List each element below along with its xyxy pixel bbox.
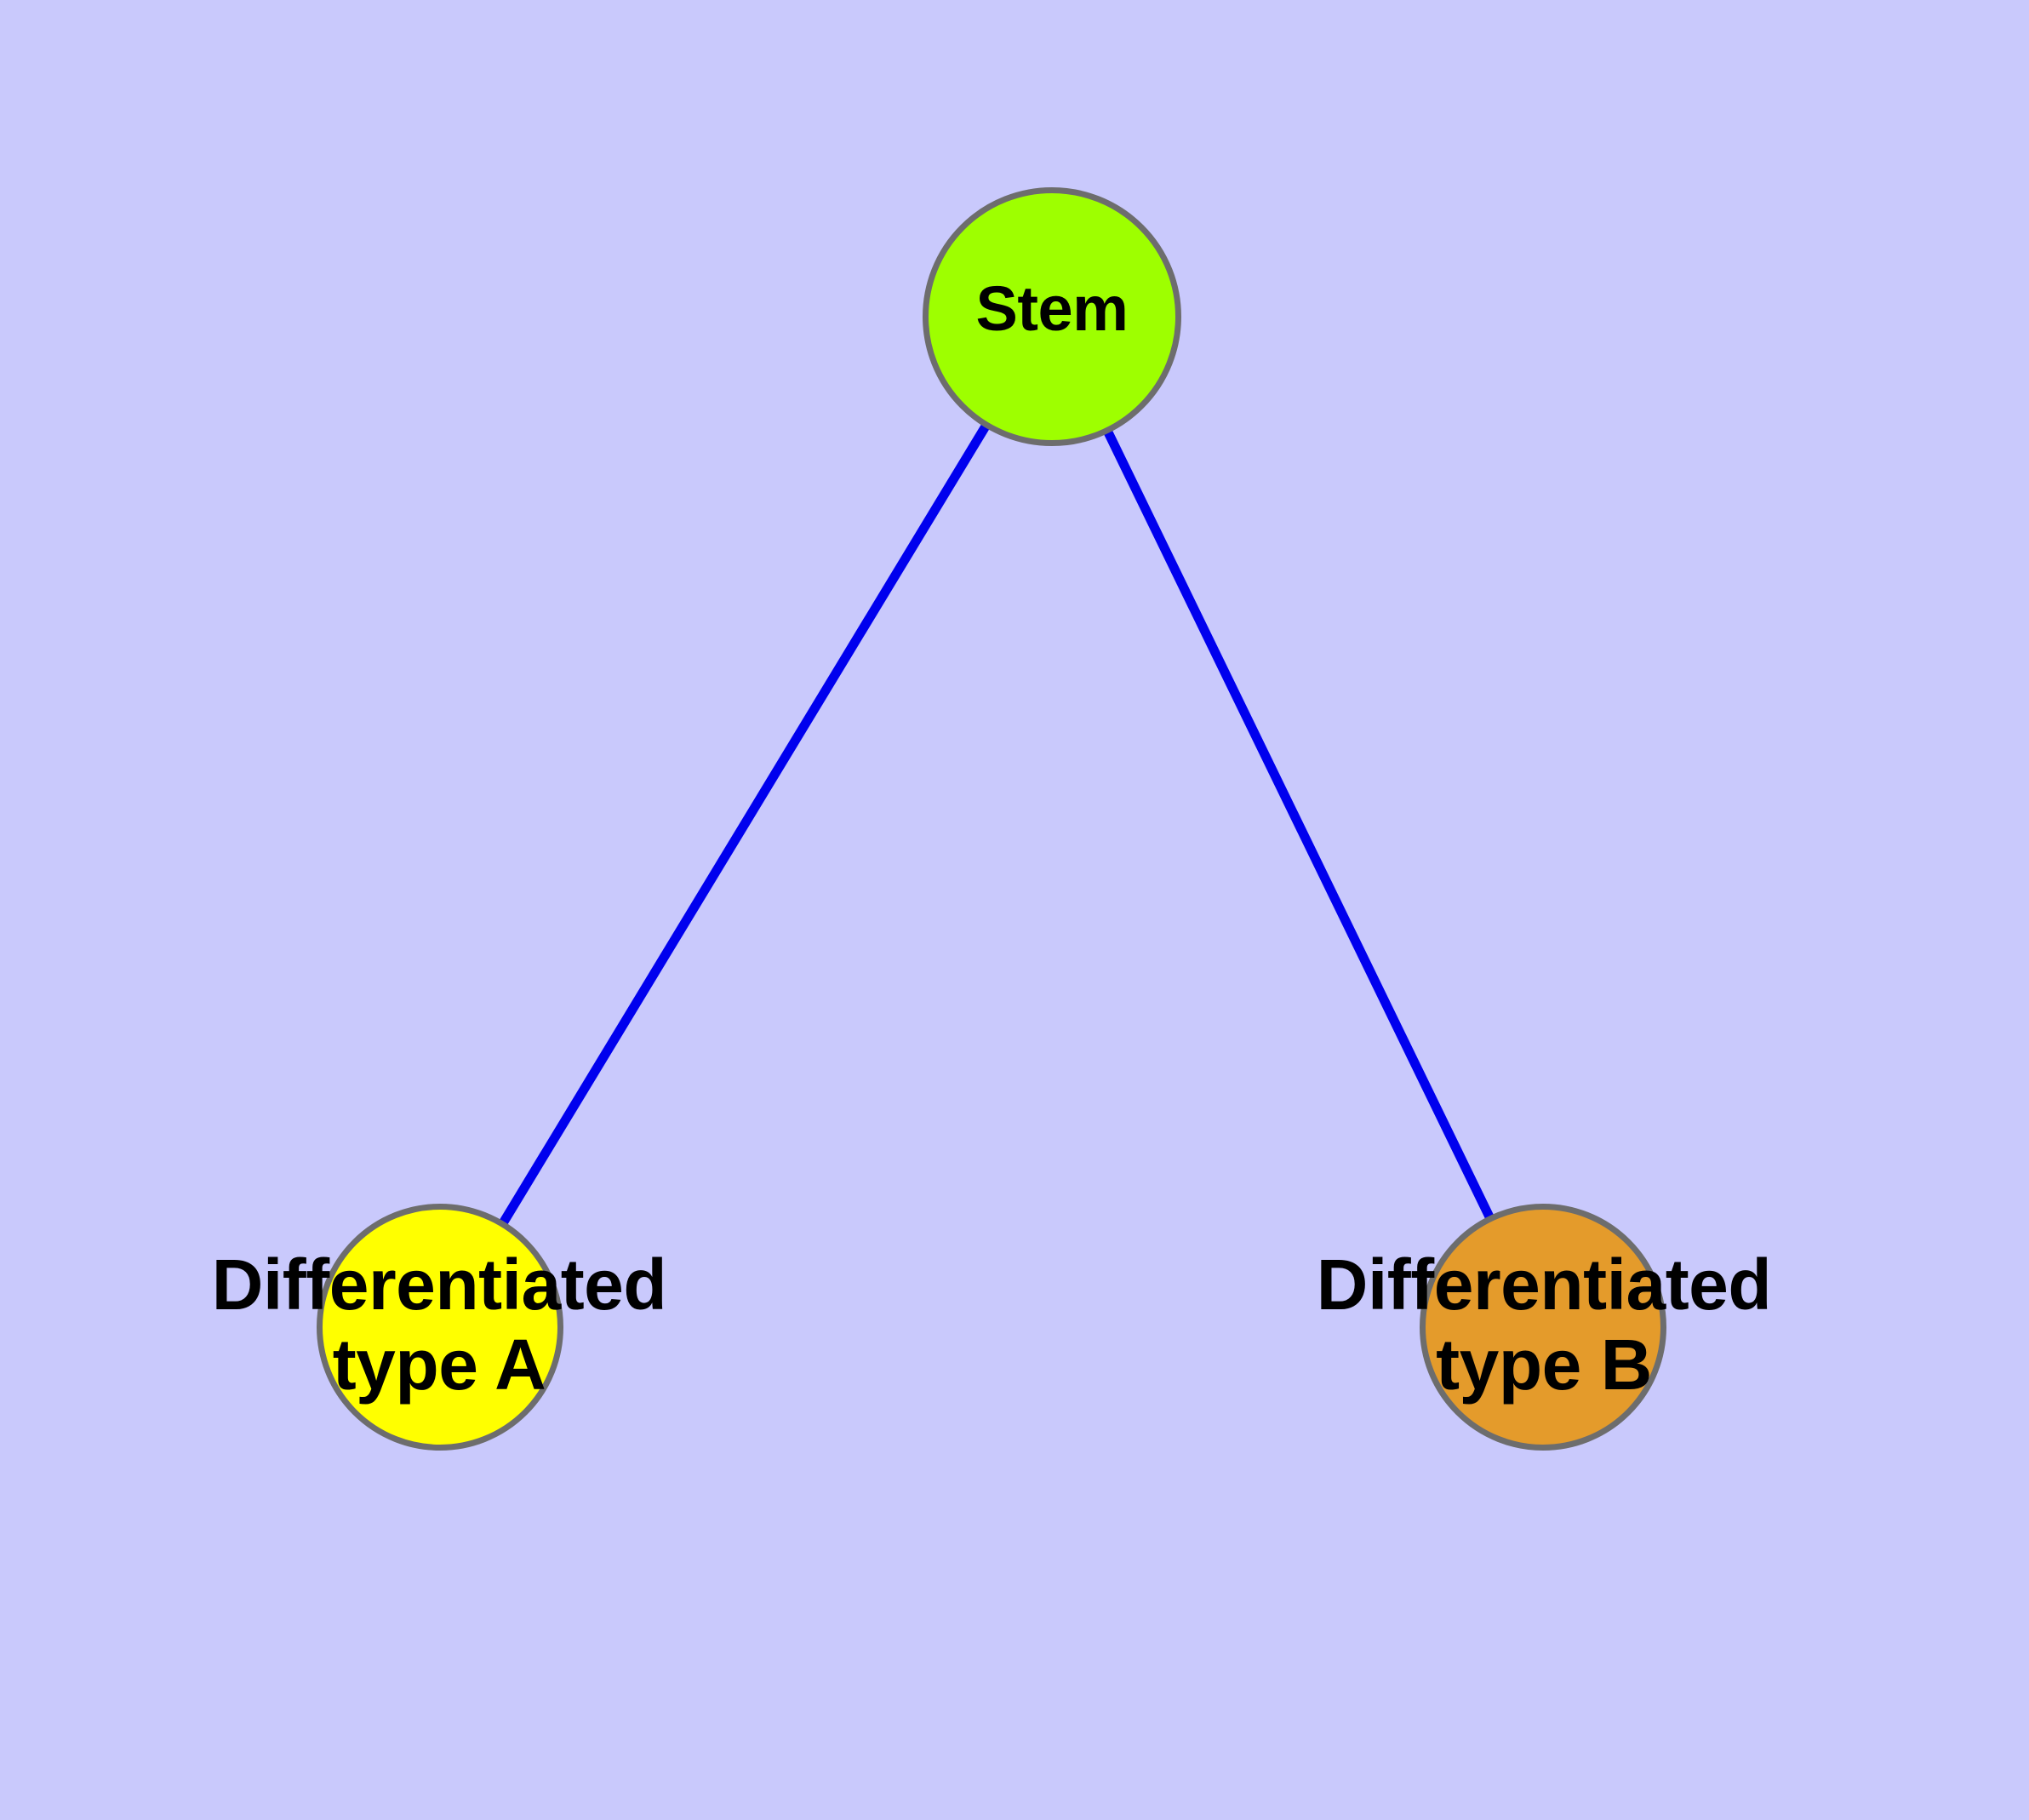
edge-stem-to-differentiated-type-b	[1048, 314, 1547, 1330]
node-differentiated-type-b[interactable]	[1420, 1204, 1666, 1451]
node-differentiated-type-a[interactable]	[317, 1204, 563, 1451]
edge-stem-to-differentiated-type-a	[436, 314, 1056, 1330]
node-stem[interactable]	[923, 187, 1181, 446]
